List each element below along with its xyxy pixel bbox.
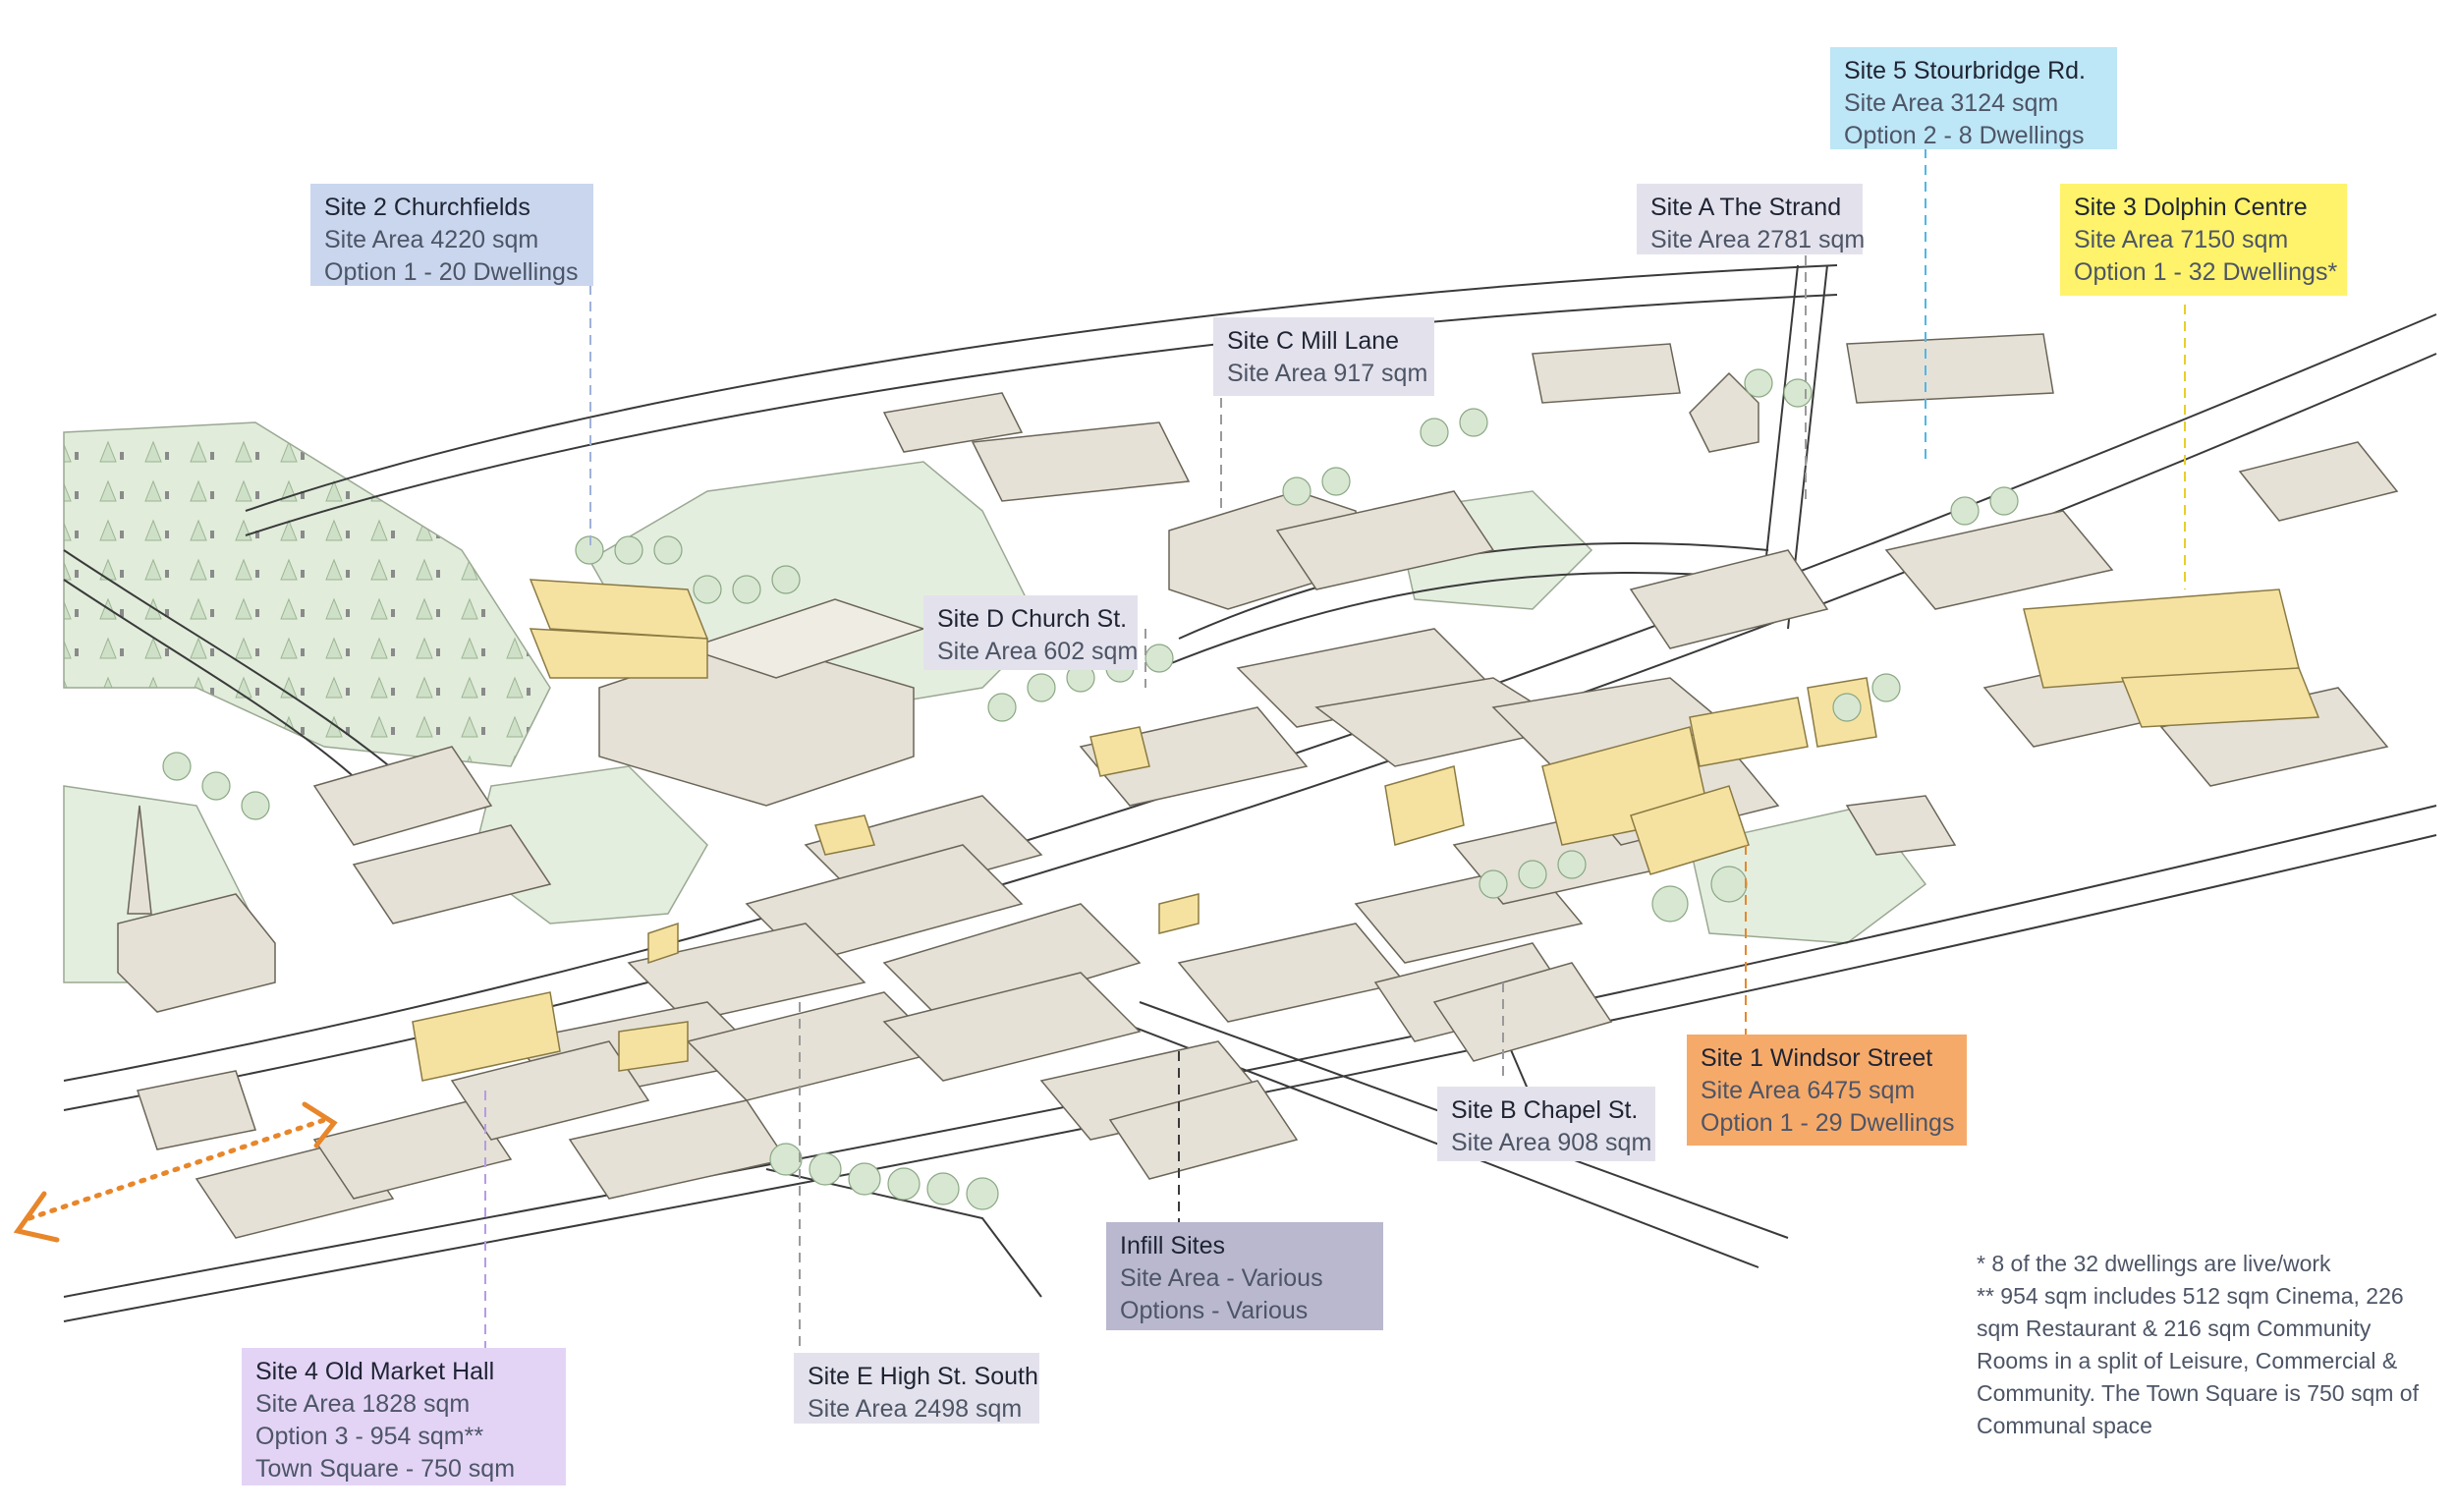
site-c-label: Site C Mill Lane Site Area 917 sqm bbox=[1213, 317, 1434, 396]
site-2-option: Option 1 - 20 Dwellings bbox=[324, 258, 579, 286]
trees bbox=[162, 368, 2019, 1210]
site-3-label: Site 3 Dolphin Centre Site Area 7150 sqm… bbox=[2060, 184, 2347, 296]
site-1-area: Site Area 6475 sqm bbox=[1701, 1077, 1916, 1104]
site-3-option: Option 1 - 32 Dwellings* bbox=[2074, 258, 2338, 286]
footnote-1: * 8 of the 32 dwellings are live/work bbox=[1977, 1251, 2331, 1276]
site-d-title: Site D Church St. bbox=[937, 605, 1128, 633]
site-b-area: Site Area 908 sqm bbox=[1451, 1129, 1652, 1156]
existing-buildings bbox=[137, 333, 2399, 1239]
site-5-area: Site Area 3124 sqm bbox=[1844, 89, 2059, 117]
site-e-label: Site E High St. South Site Area 2498 sqm bbox=[794, 1353, 1039, 1424]
site-4-label: Site 4 Old Market Hall Site Area 1828 sq… bbox=[242, 1348, 566, 1485]
site-5-title: Site 5 Stourbridge Rd. bbox=[1844, 57, 2086, 84]
site-4-square: Town Square - 750 sqm bbox=[255, 1455, 516, 1483]
infill-area: Site Area - Various bbox=[1120, 1264, 1323, 1292]
church bbox=[117, 805, 276, 1013]
infill-sites-label: Infill Sites Site Area - Various Options… bbox=[1106, 1222, 1383, 1330]
site-2-area: Site Area 4220 sqm bbox=[324, 226, 539, 253]
site-c-area: Site Area 917 sqm bbox=[1227, 360, 1428, 387]
site-4-area: Site Area 1828 sqm bbox=[255, 1390, 471, 1418]
site-3-title: Site 3 Dolphin Centre bbox=[2074, 194, 2308, 221]
site-1-title: Site 1 Windsor Street bbox=[1701, 1044, 1933, 1072]
site-e-area: Site Area 2498 sqm bbox=[808, 1395, 1023, 1423]
site-4-title: Site 4 Old Market Hall bbox=[255, 1358, 495, 1385]
site-b-label: Site B Chapel St. Site Area 908 sqm bbox=[1437, 1087, 1655, 1161]
site-1-label: Site 1 Windsor Street Site Area 6475 sqm… bbox=[1687, 1035, 1967, 1146]
site-2-title: Site 2 Churchfields bbox=[324, 194, 530, 221]
infill-option: Options - Various bbox=[1120, 1297, 1309, 1324]
site-e-title: Site E High St. South bbox=[808, 1363, 1038, 1390]
site-b-title: Site B Chapel St. bbox=[1451, 1096, 1639, 1124]
site-2-label: Site 2 Churchfields Site Area 4220 sqm O… bbox=[310, 184, 593, 286]
site-1-option: Option 1 - 29 Dwellings bbox=[1701, 1109, 1955, 1137]
site-5-label: Site 5 Stourbridge Rd. Site Area 3124 sq… bbox=[1830, 47, 2117, 149]
site-4-option: Option 3 - 954 sqm** bbox=[255, 1423, 484, 1450]
infill-title: Infill Sites bbox=[1120, 1232, 1225, 1260]
proposed-dwellings bbox=[412, 579, 2320, 1082]
site-d-area: Site Area 602 sqm bbox=[937, 638, 1139, 665]
site-a-title: Site A The Strand bbox=[1650, 194, 1842, 221]
site-5-option: Option 2 - 8 Dwellings bbox=[1844, 122, 2085, 149]
site-a-label: Site A The Strand Site Area 2781 sqm bbox=[1637, 184, 1866, 254]
footnote-2: ** 954 sqm includes 512 sqm Cinema, 226 … bbox=[1977, 1283, 2419, 1438]
footnotes: * 8 of the 32 dwellings are live/work **… bbox=[1977, 1248, 2438, 1442]
site-c-title: Site C Mill Lane bbox=[1227, 327, 1400, 355]
site-a-area: Site Area 2781 sqm bbox=[1650, 226, 1866, 253]
compass-arrow-icon bbox=[13, 1101, 338, 1243]
site-d-label: Site D Church St. Site Area 602 sqm bbox=[923, 595, 1138, 670]
leader-lines bbox=[484, 148, 2186, 1356]
site-3-area: Site Area 7150 sqm bbox=[2074, 226, 2289, 253]
